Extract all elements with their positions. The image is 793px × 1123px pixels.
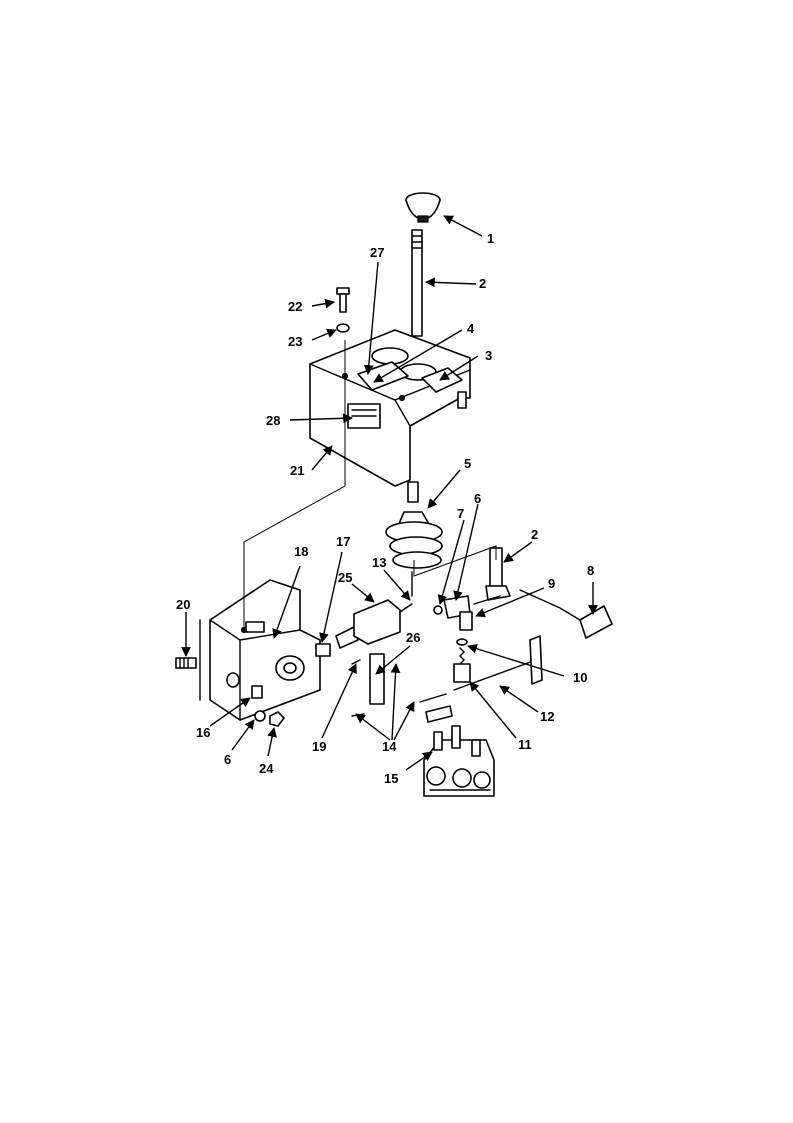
- lower-rod-part: [485, 547, 511, 601]
- link-plate-part: [529, 635, 543, 685]
- fastener-part: [251, 685, 285, 727]
- handle-part: [519, 589, 613, 639]
- console-housing-part: [309, 329, 471, 487]
- callout-10: 10: [573, 670, 587, 685]
- boot-part: [385, 481, 443, 597]
- shaft-part: [315, 599, 413, 657]
- pin-part: [351, 693, 453, 723]
- washer-part: [336, 323, 350, 333]
- callout-labels: 1 2 27 22 4 3 23 28 21 5 6 7 2 18 17 25 …: [176, 231, 594, 786]
- callout-3: 3: [485, 348, 492, 363]
- guide-line: [243, 340, 346, 630]
- callout-24: 24: [259, 761, 274, 776]
- lever-part: [351, 653, 385, 705]
- callout-20: 20: [176, 597, 190, 612]
- callout-26: 26: [406, 630, 420, 645]
- callout-19: 19: [312, 739, 326, 754]
- callout-28: 28: [266, 413, 280, 428]
- callout-12: 12: [540, 709, 554, 724]
- guide-line: [413, 545, 497, 577]
- shift-rod-part: [411, 229, 423, 337]
- callout-7: 7: [457, 506, 464, 521]
- callout-16: 16: [196, 725, 210, 740]
- callout-14: 14: [382, 739, 397, 754]
- callout-2b: 2: [531, 527, 538, 542]
- spring-part: [453, 638, 471, 683]
- callout-13: 13: [372, 555, 386, 570]
- callout-23: 23: [288, 334, 302, 349]
- callout-11: 11: [518, 737, 532, 752]
- bracket-part: [199, 579, 321, 721]
- stud-part: [175, 657, 197, 669]
- valve-block-part: [423, 725, 495, 797]
- pivot-part: [433, 595, 501, 631]
- callout-25: 25: [338, 570, 352, 585]
- callout-2: 2: [479, 276, 486, 291]
- callout-8: 8: [587, 563, 594, 578]
- callout-21: 21: [290, 463, 304, 478]
- callout-6: 6: [474, 491, 481, 506]
- callout-1: 1: [487, 231, 494, 246]
- link-rod-part: [453, 659, 537, 691]
- callout-17: 17: [336, 534, 350, 549]
- callout-27: 27: [370, 245, 384, 260]
- callout-6b: 6: [224, 752, 231, 767]
- leader-lines: [181, 215, 598, 771]
- callout-5: 5: [464, 456, 471, 471]
- bolt-part: [336, 287, 350, 313]
- knob-part: [405, 192, 441, 223]
- callout-15: 15: [384, 771, 398, 786]
- callout-4: 4: [467, 321, 475, 336]
- callout-18: 18: [294, 544, 308, 559]
- callout-9: 9: [548, 576, 555, 591]
- callout-22: 22: [288, 299, 302, 314]
